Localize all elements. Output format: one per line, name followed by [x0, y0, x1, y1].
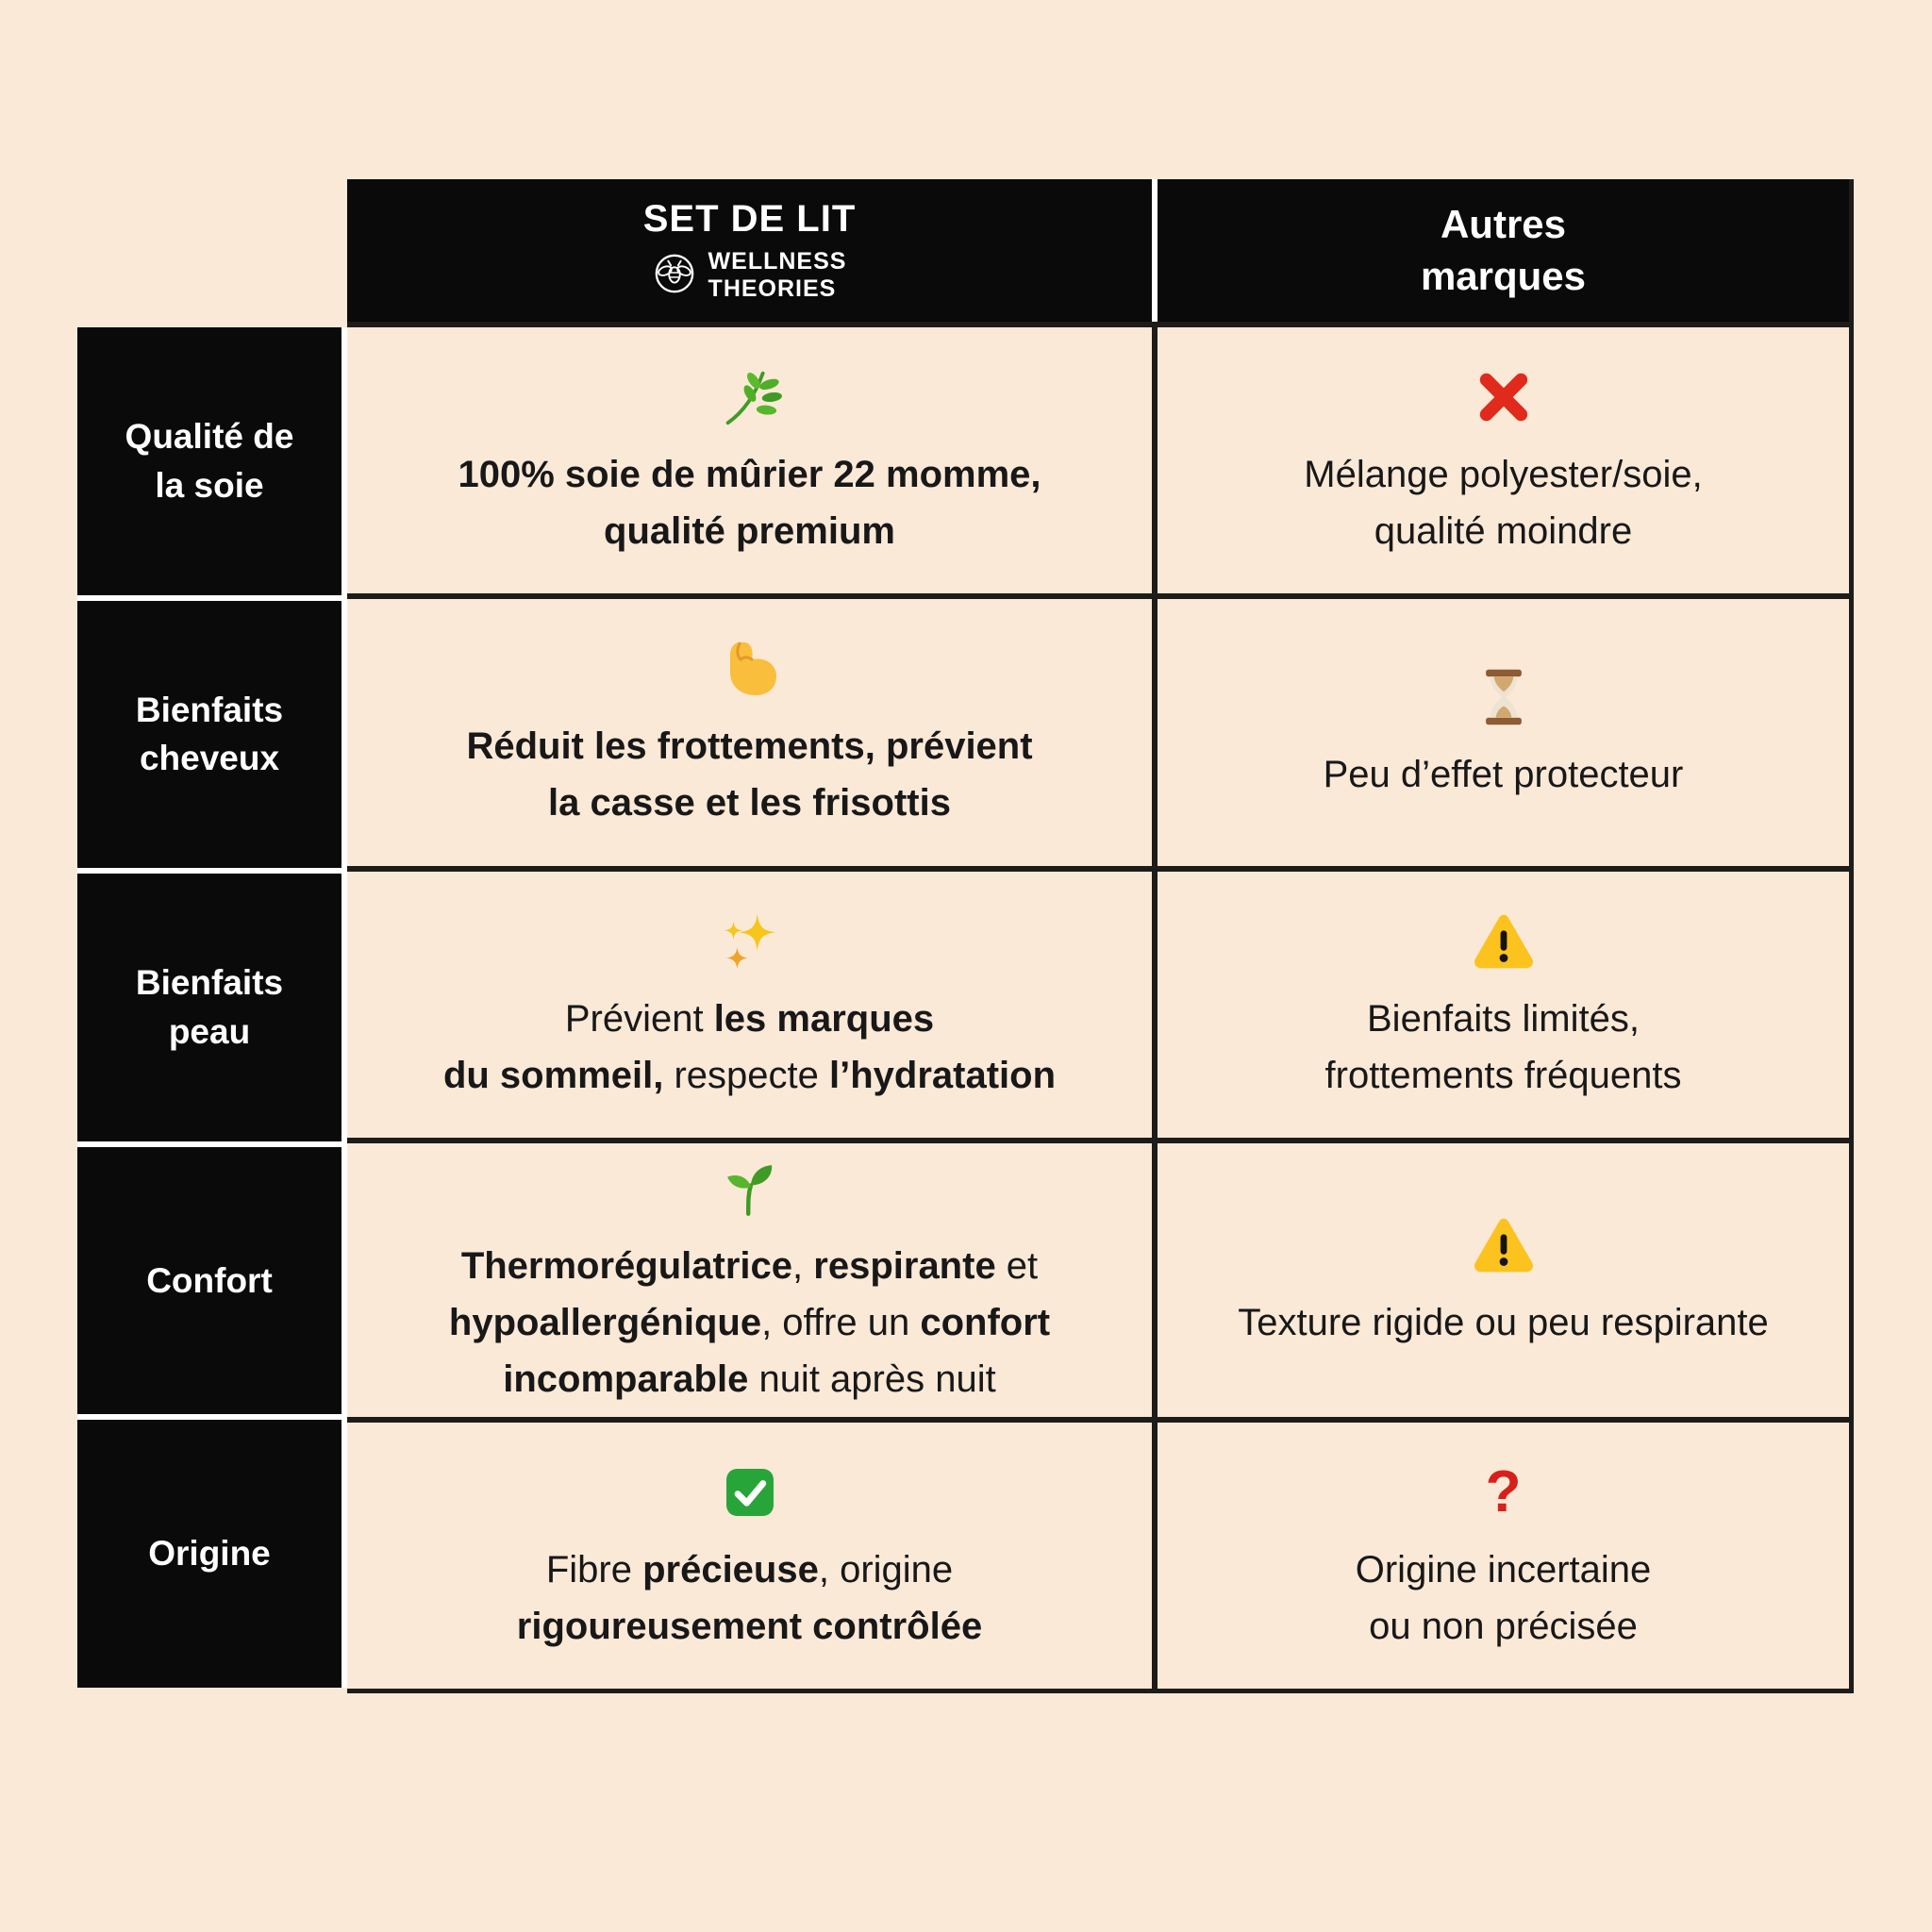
row-label-hair-benefits: Bienfaits cheveux — [77, 600, 341, 869]
cell-silk-quality-others-text: Mélange polyester/soie, qualité moindre — [1304, 454, 1703, 553]
row-label-comfort: Confort — [77, 1146, 341, 1415]
cell-hair-benefits-others: Peu d’effet protecteur — [1158, 599, 1849, 866]
comparison-table: SET DE LIT WELLNESS THEORIES Autres marq… — [347, 179, 1854, 1693]
cell-skin-benefits-product-text: Prévient les marques du sommeil, respect… — [442, 997, 1057, 1096]
seedling-icon — [720, 1153, 780, 1224]
cell-silk-quality-product-text: 100% soie de mûrier 22 momme, qualité pr… — [458, 454, 1041, 553]
row-label-skin-benefits: Bienfaits peau — [77, 874, 341, 1141]
cell-comfort-product: Thermorégulatrice, respirante et hypoall… — [347, 1142, 1152, 1417]
cell-hair-benefits-others-text: Peu d’effet protecteur — [1323, 754, 1684, 796]
biceps-icon — [716, 633, 784, 705]
header-column-separator — [1152, 179, 1158, 322]
row-label-silk-quality: Qualité de la soie — [77, 327, 341, 595]
cell-comfort-product-text: Thermorégulatrice, respirante et hypoall… — [448, 1244, 1051, 1400]
cell-origin-product: Fibre précieuse, origine rigoureusement … — [347, 1422, 1152, 1689]
cell-skin-benefits-others: Bienfaits limités, frottements fréquents — [1158, 871, 1849, 1138]
labels-table-separator — [341, 327, 347, 1688]
herb-icon — [717, 361, 783, 433]
bee-logo-icon — [653, 252, 696, 300]
warning-icon — [1471, 906, 1537, 977]
cell-origin-others: ? Origine incertaine ou non précisée — [1158, 1422, 1849, 1689]
header-product-cell: SET DE LIT WELLNESS THEORIES — [347, 179, 1152, 322]
check-icon — [721, 1457, 779, 1528]
cell-silk-quality-product: 100% soie de mûrier 22 momme, qualité pr… — [347, 327, 1152, 594]
cell-silk-quality-others: Mélange polyester/soie, qualité moindre — [1158, 327, 1849, 594]
brand-name-line1: WELLNESS — [708, 248, 847, 275]
cell-origin-others-text: Origine incertaine ou non précisée — [1355, 1548, 1652, 1647]
brand-name: WELLNESS THEORIES — [708, 248, 847, 303]
product-title: SET DE LIT — [642, 198, 857, 241]
cell-comfort-others-text: Texture rigide ou peu respirante — [1238, 1301, 1769, 1343]
cell-hair-benefits-product: Réduit les frottements, prévient la cass… — [347, 599, 1152, 866]
others-title: Autres marques — [1420, 201, 1587, 298]
row-label-origin: Origine — [77, 1420, 341, 1688]
header-others-cell: Autres marques — [1158, 179, 1849, 322]
question-icon: ? — [1486, 1457, 1522, 1528]
brand-name-line2: THEORIES — [708, 275, 837, 302]
cell-skin-benefits-others-text: Bienfaits limités, frottements fréquents — [1324, 997, 1682, 1096]
cell-skin-benefits-product: Prévient les marques du sommeil, respect… — [347, 871, 1152, 1138]
row-labels-column: Qualité de la soie Bienfaits cheveux Bie… — [77, 327, 341, 1688]
cell-comfort-others: Texture rigide ou peu respirante — [1158, 1142, 1849, 1417]
sparkles-icon — [717, 906, 783, 977]
question-glyph: ? — [1485, 1458, 1522, 1524]
brand-logo-row: WELLNESS THEORIES — [653, 248, 847, 303]
cell-origin-product-text: Fibre précieuse, origine rigoureusement … — [516, 1548, 983, 1647]
cell-hair-benefits-product-text: Réduit les frottements, prévient la cass… — [466, 725, 1033, 824]
hourglass-icon — [1472, 661, 1536, 733]
cross-icon — [1473, 361, 1535, 433]
warning-icon — [1471, 1209, 1537, 1281]
